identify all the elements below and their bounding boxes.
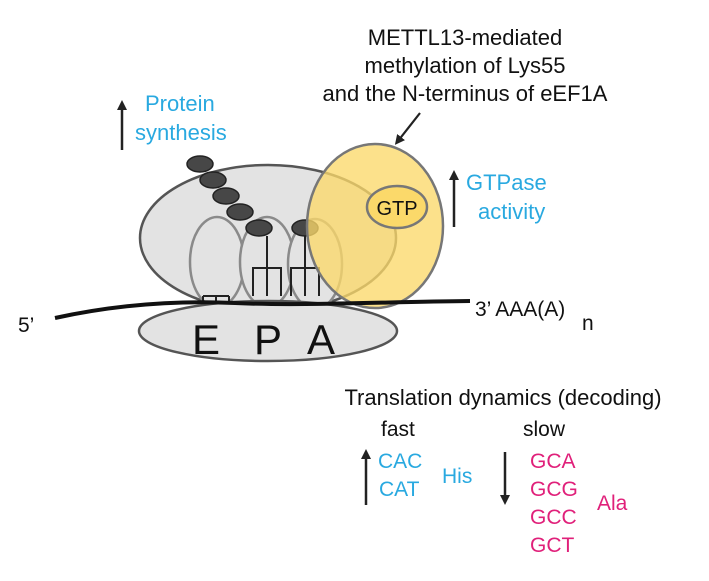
fast-codon-2: CAT bbox=[379, 478, 420, 501]
slow-label: slow bbox=[523, 418, 566, 441]
a-site-label: A bbox=[307, 316, 335, 363]
methylation-annotation: METTL13-mediated methylation of Lys55 an… bbox=[323, 25, 608, 106]
e-site-label: E bbox=[192, 316, 220, 363]
annotation-line-2: methylation of Lys55 bbox=[365, 53, 566, 78]
protein-synthesis-line-1: Protein bbox=[145, 91, 215, 116]
peptide-bead bbox=[212, 187, 240, 205]
fast-codon-1: CAC bbox=[378, 450, 422, 473]
slow-codon-4: GCT bbox=[530, 534, 575, 557]
poly-a-subscript: n bbox=[582, 312, 594, 335]
gtpase-line-1: GTPase bbox=[466, 170, 547, 195]
ribosome-small-subunit bbox=[137, 299, 399, 363]
eef1a-factor bbox=[305, 142, 445, 310]
peptide-bead bbox=[186, 155, 214, 173]
three-prime-label: 3’ AAA(A) bbox=[475, 298, 565, 321]
slow-codon-2: GCG bbox=[530, 478, 578, 501]
p-site-anticodon bbox=[252, 267, 282, 296]
fast-amino-acid: His bbox=[442, 465, 472, 488]
gtp-label: GTP bbox=[376, 198, 417, 220]
slow-codon-3: GCC bbox=[530, 506, 577, 529]
slow-amino-acid: Ala bbox=[597, 492, 628, 515]
annotation-line-1: METTL13-mediated bbox=[368, 25, 562, 50]
annotation-line-3: and the N-terminus of eEF1A bbox=[323, 81, 608, 106]
slow-codon-1: GCA bbox=[530, 450, 576, 473]
peptide-bead bbox=[245, 219, 273, 237]
trna-e-site bbox=[188, 215, 246, 309]
annotation-pointer-arrow bbox=[394, 112, 421, 145]
peptide-bead bbox=[199, 171, 227, 189]
protein-synthesis-line-2: synthesis bbox=[135, 120, 227, 145]
nascent-peptide-chain bbox=[186, 155, 319, 237]
fast-label: fast bbox=[381, 418, 415, 441]
peptide-bead bbox=[226, 203, 254, 221]
a-site-anticodon bbox=[290, 267, 320, 296]
gtpase-line-2: activity bbox=[478, 199, 545, 224]
gtp-oval bbox=[365, 184, 429, 230]
dynamics-title: Translation dynamics (decoding) bbox=[344, 385, 661, 410]
p-site-label: P bbox=[254, 316, 282, 363]
five-prime-label: 5’ bbox=[18, 314, 34, 337]
mrna-strand bbox=[54, 299, 471, 320]
